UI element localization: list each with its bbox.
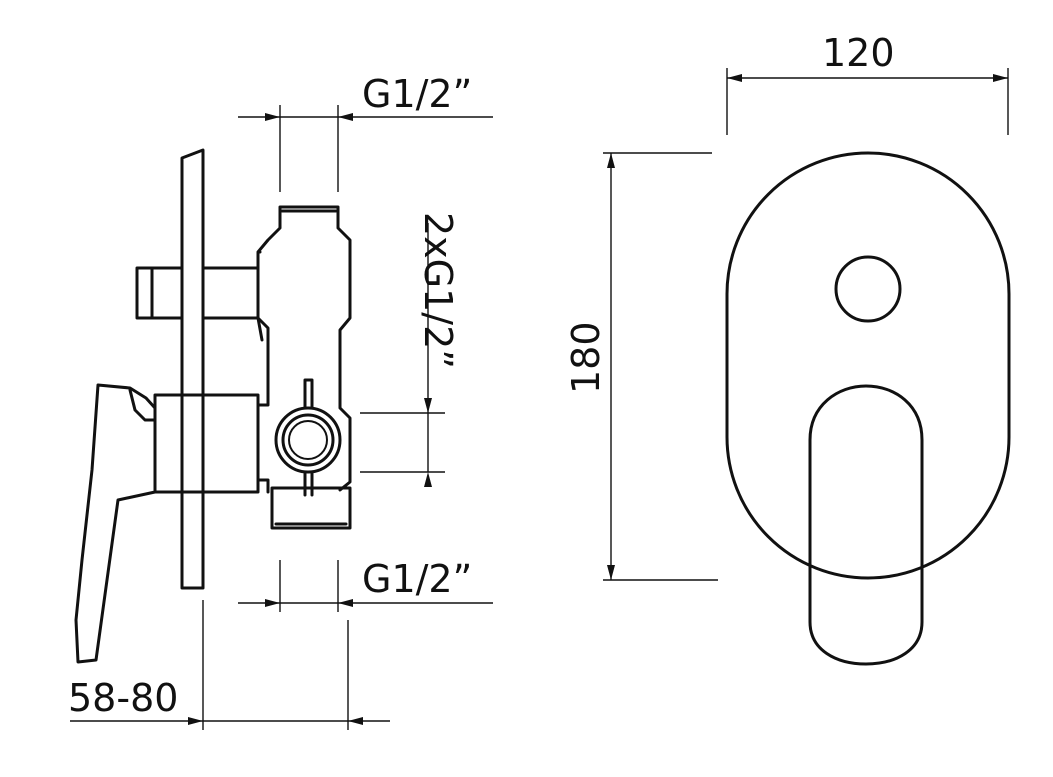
label-outlet-threads: 2xG1/2” [416,212,460,369]
dim-width-extension [726,68,1009,135]
dim-outlets-arrow-top [424,398,432,413]
dim-height-arrow-bottom [607,565,615,580]
dimension-labels: G1/2” 2xG1/2” G1/2” 58-80 120 180 [68,31,895,720]
dim-height-arrow-top [607,153,615,168]
dim-lower-extension [238,560,493,612]
dim-inlet-arrow-left [265,113,280,121]
upper-outlet-nut [256,316,270,397]
dim-outlets-extension [360,223,445,473]
dim-depth-extension [70,600,390,730]
label-inlet-thread: G1/2” [362,72,472,116]
lever-handle-side [74,383,157,664]
lever-handle-flange [128,388,157,422]
dim-depth-arrow-left [188,717,203,725]
dim-height-extension [603,152,718,581]
cover-plate-front [725,151,1011,580]
diverter-knob-side [135,266,184,320]
dim-inlet-arrow-right [338,113,353,121]
cartridge-link [256,393,270,494]
dimension-lines [70,68,1009,730]
lever-handle-front [808,384,924,666]
side-outlet-ring-outer [274,406,342,474]
side-outlet-ring-mid [281,413,335,467]
label-plate-width: 120 [822,31,895,75]
dim-width-arrow-right [993,74,1008,82]
diverter-knob-front [834,255,902,323]
valve-body [256,205,352,492]
side-outlet-stem [303,378,314,497]
label-lower-thread: G1/2” [362,557,472,601]
diverter-stem [201,266,260,320]
dim-inlet-extension [238,105,493,192]
cartridge-housing [153,393,260,494]
front-view [725,151,1011,666]
label-wall-depth: 58-80 [68,676,178,720]
dim-depth-arrow-right [348,717,363,725]
side-view [74,148,352,664]
dim-outlets-arrow-bottom [424,472,432,487]
dim-lower-arrow-left [265,599,280,607]
dim-lower-arrow-right [338,599,353,607]
bottom-inlet-nut [270,486,352,530]
cover-plate-side [180,148,205,590]
side-outlet-ring-inner [288,420,328,460]
dim-width-arrow-left [727,74,742,82]
label-plate-height: 180 [564,321,608,394]
